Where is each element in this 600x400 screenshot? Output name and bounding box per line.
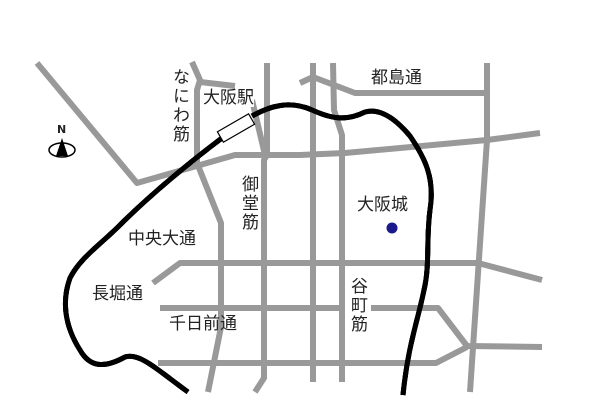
label-nagahori-dori: 長堀通	[92, 284, 143, 304]
road-midosuji	[252, 63, 270, 394]
road-sennichimae-dori	[158, 344, 469, 366]
label-osaka-station: 大阪駅	[203, 88, 254, 108]
label-midosuji: 御堂筋	[238, 175, 258, 232]
road-branch-station	[249, 99, 268, 156]
road-vertical-2	[330, 62, 345, 382]
osaka-castle-marker	[386, 222, 398, 234]
label-miyakojima-dori: 都島通	[371, 68, 422, 88]
road-naniwa-suji	[189, 60, 224, 393]
road-nagahori-dori-east	[371, 305, 543, 350]
label-osaka-castle: 大阪城	[357, 195, 408, 215]
road-miyakojima-dori	[298, 74, 487, 96]
north-arrow-icon	[48, 138, 76, 158]
railway-loop-line	[65, 105, 431, 395]
road-branch-north	[199, 79, 236, 89]
road-chuo-odori	[151, 260, 543, 286]
road-east-vertical	[467, 63, 490, 393]
label-tanimachi-suji: 谷町筋	[347, 277, 367, 334]
roads	[34, 60, 543, 394]
road-northwest-diagonal	[34, 61, 541, 186]
label-chuo-odori: 中央大通	[128, 229, 196, 249]
label-naniwa-suji: なにわ筋	[169, 68, 189, 144]
label-sennichimae-dori: 千日前通	[169, 314, 237, 334]
compass-label: N	[57, 123, 67, 136]
osaka-station-icon	[216, 112, 256, 144]
